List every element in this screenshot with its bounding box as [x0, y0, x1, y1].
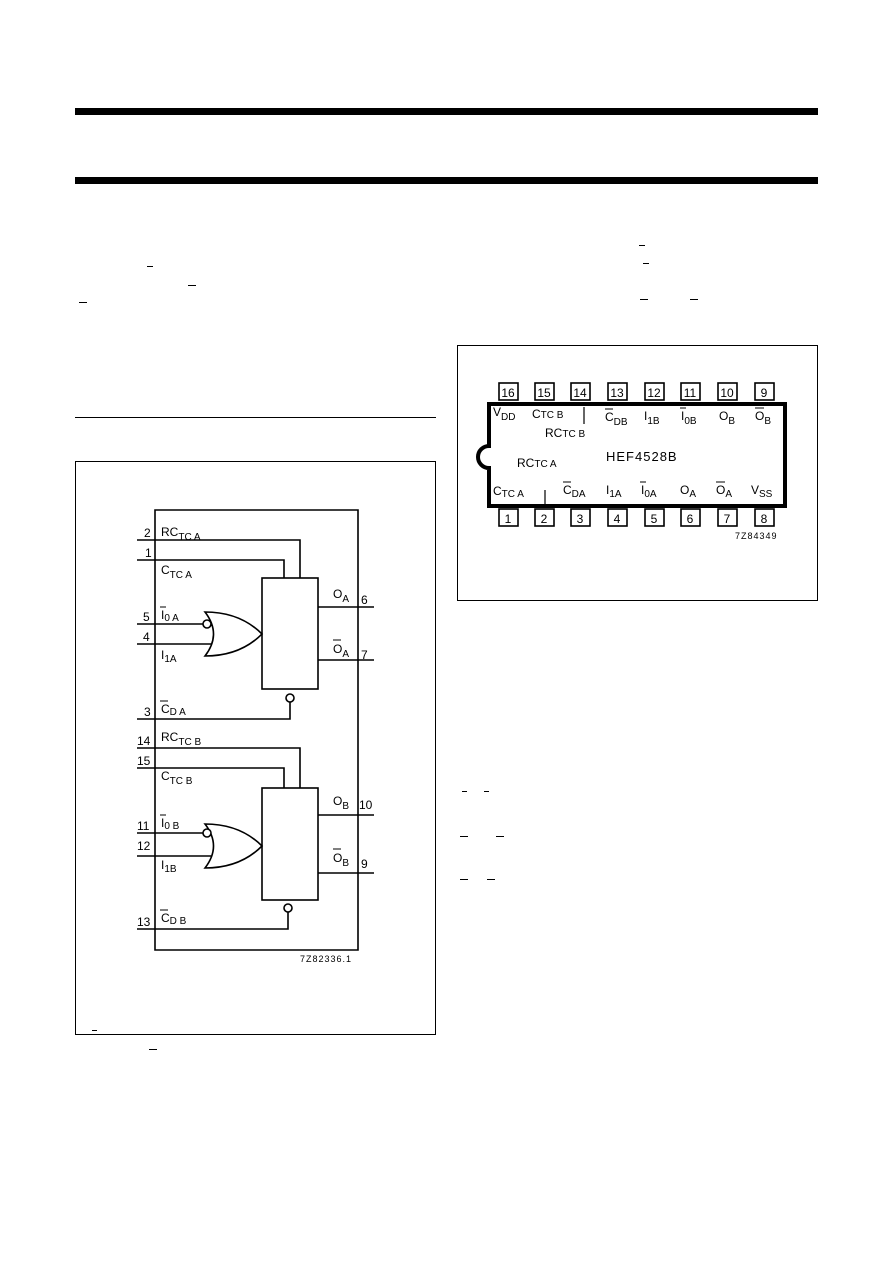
text-fragment-overbar — [496, 836, 504, 837]
label-i0a: I0 A — [161, 608, 179, 624]
label-oa-bar: OA — [333, 642, 349, 660]
pin-number-top: 13 — [610, 386, 624, 400]
label-ob-bar: OB — [333, 851, 349, 869]
pin-number-top: 9 — [761, 386, 768, 400]
wire-cdb — [137, 912, 289, 930]
pin-number-bottom: 6 — [687, 512, 694, 526]
wire-rctc-b — [137, 747, 301, 788]
part-number: HEF4528B — [606, 449, 678, 464]
outer-rail — [154, 509, 359, 951]
pin-number: 7 — [361, 648, 368, 662]
wire-ctc-b — [137, 767, 285, 788]
pin-number-bottom: 8 — [761, 512, 768, 526]
pin-number-top: 16 — [501, 386, 515, 400]
pin-number-bottom: 3 — [577, 512, 584, 526]
or-gate-a — [203, 611, 264, 657]
pin-number: 4 — [143, 630, 150, 644]
label-rctc-a: RCTC A — [161, 525, 201, 543]
text-fragment-overbar — [487, 879, 495, 880]
pin-number: 3 — [144, 705, 151, 719]
logic-diagram-frame — [75, 461, 436, 1035]
pin-label-oa: OA — [680, 483, 696, 500]
or-gate-b — [203, 823, 264, 869]
wire-cda — [137, 702, 291, 720]
pin-label-vdd: VDD — [493, 405, 515, 423]
label-oa: OA — [333, 587, 349, 605]
pin-label-cdb: CDB — [605, 410, 628, 428]
pin-number: 13 — [137, 915, 151, 929]
text-fragment-overbar — [149, 1049, 157, 1050]
text-fragment-overbar — [484, 791, 489, 792]
label-cdb: CD B — [161, 911, 187, 927]
pin-label-ob: OB — [719, 409, 735, 427]
pin-label-i0a: I0A — [641, 483, 657, 500]
text-fragment-overbar — [462, 791, 467, 792]
pin-number-top: 10 — [720, 386, 734, 400]
text-fragment-overbar — [460, 836, 468, 837]
pin-label-oa-bar: OA — [716, 483, 732, 500]
pin-number-bottom: 1 — [505, 512, 512, 526]
flipflop-a-block — [261, 577, 319, 690]
text-fragment-overbar — [147, 266, 153, 267]
pin-number: 2 — [144, 526, 151, 540]
pin-number-bottom: 5 — [651, 512, 658, 526]
pin-number-top: 12 — [647, 386, 661, 400]
label-ctc-b: CTC B — [161, 769, 193, 787]
text-fragment-overbar — [690, 299, 698, 300]
pin-number: 15 — [137, 754, 151, 768]
label-rctc-b: RCTC B — [161, 730, 201, 748]
pin-number: 11 — [137, 819, 150, 833]
label-i0b: I0 B — [161, 816, 180, 832]
pin-label-i1a: I1A — [606, 483, 622, 500]
dip-package-body — [476, 402, 787, 508]
pin-number: 1 — [145, 546, 152, 560]
pin-label-ctc-a: CTC A — [493, 484, 524, 500]
pinning-figure-id: 7Z84349 — [735, 531, 778, 541]
text-fragment-overbar — [460, 879, 468, 880]
pin-number: 10 — [359, 798, 373, 812]
pin-label-cda: CDA — [563, 483, 586, 500]
pin-number-bottom: 4 — [614, 512, 621, 526]
pin-label-rctc-a: RCTC A — [517, 456, 557, 470]
pin-number-bottom: 7 — [724, 512, 731, 526]
pin-label-ob-bar: OB — [755, 409, 771, 427]
pin-number: 5 — [143, 610, 150, 624]
header-rule-bottom — [75, 177, 818, 184]
section-separator — [75, 417, 436, 418]
text-fragment-overbar — [79, 302, 87, 303]
pin-label-i0b: I0B — [681, 409, 697, 427]
text-fragment-overbar — [640, 299, 648, 300]
text-fragment-overbar — [639, 245, 645, 246]
text-fragment-overbar — [188, 285, 196, 286]
pin-number: 6 — [361, 593, 368, 607]
label-i1b: I1B — [161, 858, 177, 875]
text-fragment-overbar — [643, 263, 649, 264]
pin-number: 12 — [137, 839, 151, 853]
pin-number: 14 — [137, 734, 151, 748]
label-ob: OB — [333, 794, 349, 812]
flipflop-b-block — [261, 787, 319, 901]
pin-number-top: 11 — [684, 386, 697, 400]
pin-label-ctc-b: CTC B — [532, 407, 564, 421]
pin-label-vss: VSS — [751, 483, 773, 500]
pin-number-top: 14 — [573, 386, 587, 400]
logic-figure-id: 7Z82336.1 — [300, 954, 352, 964]
label-cda: CD A — [161, 702, 186, 718]
wire-rctc-a — [137, 539, 301, 578]
text-fragment-overbar — [92, 1030, 97, 1031]
pin-number-bottom: 2 — [541, 512, 548, 526]
label-i1a: I1A — [161, 648, 177, 665]
pin-label-i1b: I1B — [644, 409, 660, 427]
label-ctc-a: CTC A — [161, 563, 192, 581]
pinning-diagram-frame — [457, 345, 818, 601]
pin-number: 9 — [361, 857, 368, 871]
wire-ctc-a — [137, 559, 285, 578]
pin-label-rctc-b: RCTC B — [545, 426, 585, 440]
header-rule-top — [75, 108, 818, 115]
pin-number-top: 15 — [537, 386, 551, 400]
